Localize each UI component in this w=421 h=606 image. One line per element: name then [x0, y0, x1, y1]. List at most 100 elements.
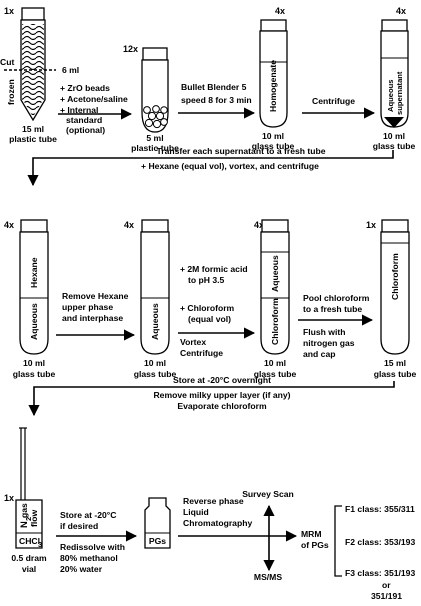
row2-tube2-mult: 4x — [124, 220, 134, 230]
survey-scan-label: Survey Scan — [242, 489, 294, 499]
row1-step1-line5: (optional) — [66, 125, 105, 135]
row2-tube4-content: Chloroform — [390, 253, 400, 300]
row1-tube2-mult: 12x — [123, 44, 138, 54]
transfer2-line2: Remove milky upper layer (if any) — [153, 390, 290, 400]
row1-tube2-size: 5 ml — [146, 133, 163, 143]
row1-tube3-mult: 4x — [275, 6, 285, 16]
row3-step1b-line1: Redissolve with — [60, 542, 125, 552]
row2-tube3-size: 10 ml — [264, 358, 286, 368]
row2-tube2-type: glass tube — [134, 369, 177, 379]
mrm-line1: MRM — [301, 529, 322, 539]
row2-tube3: 4x Aqueous Chloroform 10 ml glass tube — [254, 219, 297, 379]
row2-step1-line3: and interphase — [62, 313, 123, 323]
row1-tube4-mult: 4x — [396, 6, 406, 16]
row3-step2-line2: Liquid — [183, 507, 209, 517]
msms-label: MS/MS — [254, 572, 282, 582]
row1-step2-line2: speed 8 for 3 min — [181, 95, 252, 105]
row1-tube4-type: glass tube — [373, 141, 416, 151]
row3-step1a-line2: if desired — [60, 521, 98, 531]
row1-tube3: 4x Homogenate 10 ml glass tube — [252, 6, 295, 151]
row1-step2-line1: Bullet Blender 5 — [181, 82, 247, 92]
class-f1: F1 class: 355/311 — [345, 504, 415, 514]
row3-vial-type: vial — [22, 564, 36, 574]
mrm-line2: of PGs — [301, 540, 329, 550]
row1-step3: Centrifuge — [302, 96, 376, 119]
row3-solvent: CHCl — [19, 536, 40, 546]
row2-tube3-type: glass tube — [254, 369, 297, 379]
row3-gas-sub: 2 — [24, 517, 33, 521]
row2-tube2: 4x Aqueous 10 ml glass tube — [124, 219, 177, 379]
row2-step3b-line2: nitrogen gas — [303, 338, 355, 348]
row2-tube1-type: glass tube — [13, 369, 56, 379]
row1-cut-label: Cut — [0, 57, 14, 67]
row1-step3-line1: Centrifuge — [312, 96, 355, 106]
row1-step1-line4: standard — [66, 115, 102, 125]
row1-step1-line1: + ZrO beads — [60, 83, 110, 93]
transfer1-line2: + Hexane (equal vol), vortex, and centri… — [141, 161, 319, 171]
class-bracket: F1 class: 355/311 F2 class: 353/193 F3 c… — [334, 504, 415, 601]
transfer2: Store at -20°C overnight Remove milky up… — [28, 375, 395, 417]
row2-tube1-mult: 4x — [4, 220, 14, 230]
row3-vial-size: 0.5 dram — [11, 553, 47, 563]
row2-step2b-line2: (equal vol) — [188, 314, 231, 324]
row2-tube3-mult: 4x — [254, 220, 264, 230]
class-f3-alt: 351/191 — [371, 591, 402, 601]
row3-step1b-line2: 80% methanol — [60, 553, 118, 563]
row3-step1b-line3: 20% water — [60, 564, 103, 574]
row3-pg-label: PGs — [149, 536, 166, 546]
row1-tube3-content: Homogenate — [268, 60, 278, 112]
row3-vial-mult: 1x — [4, 493, 14, 503]
row1-tube1-type: plastic tube — [9, 134, 57, 144]
row1-tube2: 12x 5 ml plastic tube — [123, 44, 179, 153]
row3-solvent-sub: 3 — [38, 540, 42, 549]
row1-tube1-size: 15 ml — [22, 124, 44, 134]
row1-tube1-content: frozen — [6, 79, 16, 105]
row1-tube1: 1x Cut 6 ml frozen 15 ml plastic tube — [0, 6, 79, 144]
row2-tube4-size: 15 ml — [384, 358, 406, 368]
row2-step3a-line1: Pool chloroform — [303, 293, 370, 303]
row3-step2-line1: Reverse phase — [183, 496, 244, 506]
row3-step2-line3: Chromatography — [183, 518, 252, 528]
row3-gas-flow: flow — [29, 510, 39, 527]
row1-tube2-type: plastic tube — [131, 143, 179, 153]
row1-tube3-size: 10 ml — [262, 131, 284, 141]
row3-gas-n: N — [18, 521, 29, 528]
row2-step2c-line1: Vortex — [180, 337, 206, 347]
row2-step1: Remove Hexane upper phase and interphase — [56, 291, 136, 341]
row1-step1-line3: + Internal — [60, 105, 98, 115]
row1-step1: + ZrO beads + Acetone/saline + Internal … — [58, 83, 133, 135]
row2-tube4: 1x Chloroform 15 ml glass tube — [366, 219, 417, 379]
row1-step1-line2: + Acetone/saline — [60, 94, 128, 104]
row2-step3: Pool chloroform to a fresh tube Flush wi… — [298, 293, 374, 359]
row2-step2c-line2: Centrifuge — [180, 348, 223, 358]
row2-tube1-lower: Aqueous — [29, 303, 39, 340]
transfer2-line1: Store at -20°C overnight — [173, 375, 271, 385]
row2-step3b-line1: Flush with — [303, 327, 346, 337]
row2-tube1-size: 10 ml — [23, 358, 45, 368]
row3-gas-rest: gas — [19, 503, 29, 518]
row2-tube1: 4x Hexane Aqueous 10 ml glass tube — [4, 219, 56, 379]
row2-step2: + 2M formic acid to pH 3.5 + Chloroform … — [178, 264, 256, 358]
transfer2-line3: Evaporate chloroform — [177, 401, 267, 411]
row2-tube1-upper: Hexane — [29, 257, 39, 288]
row3-vial: 1x N 2 gas flow CHCl 3 0.5 dram vial — [4, 493, 47, 574]
row2-tube3-upper: Aqueous — [270, 255, 280, 292]
row1-ml-mark: 6 ml — [62, 65, 79, 75]
row1-tube1-mult: 1x — [4, 6, 14, 16]
row1-tube4: 4x Aqueous supernatant 10 ml glass tube — [373, 6, 416, 151]
row2-step2b-line1: + Chloroform — [180, 303, 235, 313]
row2-step3a-line2: to a fresh tube — [303, 304, 362, 314]
row2-step1-line2: upper phase — [62, 302, 113, 312]
class-f3-or: or — [382, 580, 391, 590]
ms-branches: Survey Scan MS/MS MRM of PGs — [242, 489, 329, 582]
row2-tube4-mult: 1x — [366, 220, 376, 230]
row1-tube4-size: 10 ml — [383, 131, 405, 141]
row2-tube4-type: glass tube — [374, 369, 417, 379]
row2-step1-line1: Remove Hexane — [62, 291, 129, 301]
row2-tube2-size: 10 ml — [144, 358, 166, 368]
row2-tube2-content: Aqueous — [150, 303, 160, 340]
row2-step2a-line1: + 2M formic acid — [180, 264, 248, 274]
row2-tube3-lower: Chloroform — [270, 298, 280, 345]
row1-tube4-content-2: supernatant — [395, 71, 404, 115]
